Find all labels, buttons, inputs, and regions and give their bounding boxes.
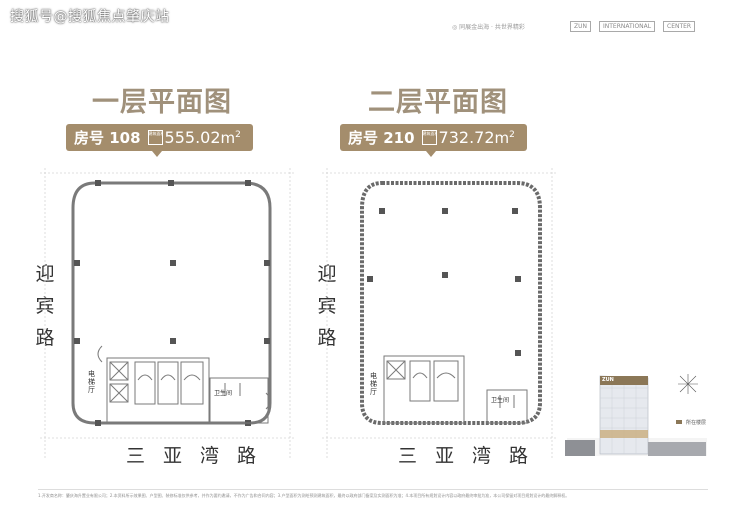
- tower-windows: [600, 378, 648, 454]
- legend-label: 所在楼层: [686, 420, 707, 426]
- area-icon: 建筑面积: [421, 130, 437, 145]
- location-map: [565, 374, 707, 456]
- podium-right: [648, 442, 706, 456]
- right-core: [383, 355, 528, 424]
- compass-icon: [678, 374, 698, 394]
- left-bottom-road: 三亚湾路: [126, 445, 275, 467]
- right-elevator-label: 电梯厅: [370, 372, 377, 396]
- tower-sign-text: ZUN: [602, 377, 614, 383]
- header-tag-international: INTERNATIONAL: [599, 21, 656, 32]
- right-badge-pointer: [426, 151, 436, 157]
- right-grid-lines: [322, 168, 557, 460]
- header-slogan: ◎ 同展金出海 · 共世界精彩: [452, 24, 525, 31]
- left-floor-plan: [40, 168, 295, 460]
- right-bottom-road: 三亚湾路: [398, 445, 547, 467]
- right-floor-plan: [322, 168, 557, 460]
- area-icon: 建筑面积: [147, 130, 163, 145]
- left-core: [97, 345, 271, 424]
- right-toilet-label: 卫生间: [491, 397, 510, 404]
- right-room-number: 房号 210: [348, 129, 415, 147]
- podium-left: [565, 440, 595, 456]
- header-tag-center: CENTER: [663, 21, 696, 32]
- disclaimer-footnote: 1.开发商名称：肇庆海升置业有限公司；2.本资料所示效果图、户型图、装修标准仅供…: [38, 489, 708, 499]
- watermark: 搜狐号@搜狐焦点肇庆站: [10, 9, 170, 25]
- right-outer-wall: [360, 181, 542, 425]
- floor-highlight: [600, 430, 648, 438]
- header-tag-zun: ZUN: [570, 21, 591, 32]
- left-area-unit: m2: [220, 128, 241, 147]
- left-toilet-label: 卫生间: [214, 390, 233, 397]
- left-room-number: 房号 108: [74, 129, 141, 147]
- right-area-unit: m2: [494, 128, 515, 147]
- left-grid-lines: [40, 168, 295, 460]
- legend-swatch: [676, 420, 682, 424]
- right-plan-title: 二层平面图: [368, 87, 508, 118]
- left-elevator-label: 电梯厅: [88, 370, 95, 394]
- tower-sign-band: [600, 376, 648, 385]
- right-columns: [367, 208, 521, 356]
- left-plan-title: 一层平面图: [92, 87, 232, 118]
- right-area-value: 732.72: [438, 128, 495, 147]
- left-badge-pointer: [152, 151, 162, 157]
- left-area-value: 555.02: [164, 128, 221, 147]
